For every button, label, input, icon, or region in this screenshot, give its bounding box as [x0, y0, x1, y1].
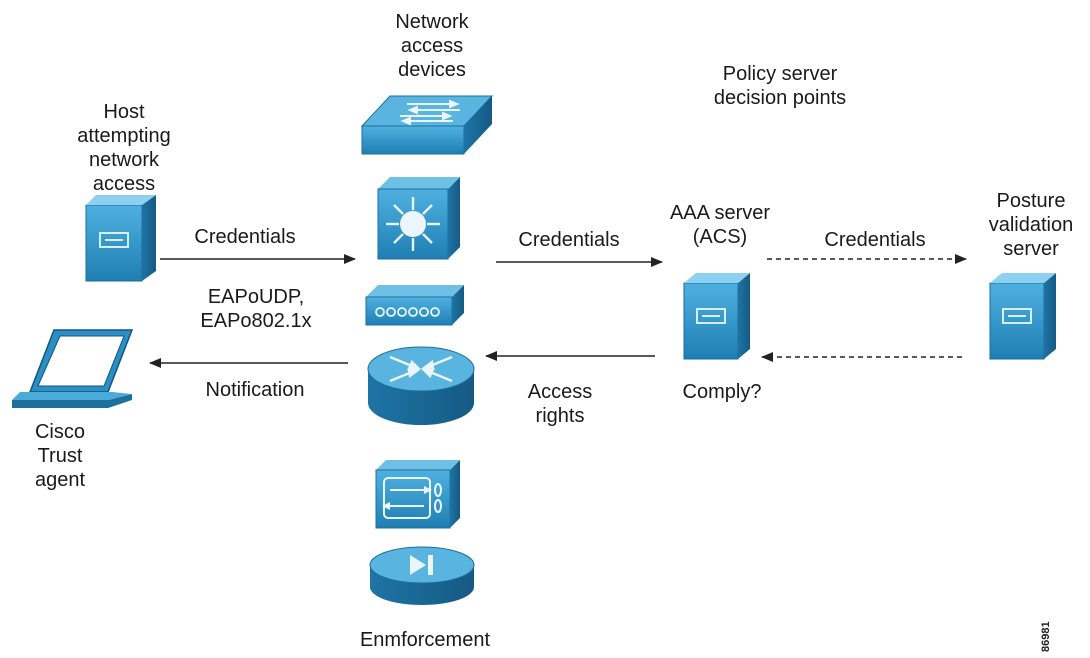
hub-icon — [365, 285, 464, 326]
arrow-label-aaa-credentials: Credentials — [518, 229, 620, 251]
vpn-concentrator-icon — [369, 546, 475, 605]
aaa-server-icon — [683, 273, 750, 360]
posture-label: Posture validation server — [976, 189, 1086, 261]
cta-label-line: Cisco — [34, 421, 85, 443]
arrow-label-notification: Notification — [205, 379, 305, 401]
router-icon — [367, 346, 475, 425]
arrow-label-protocols: EAPoUDP, EAPo802.1x — [186, 285, 326, 333]
access-rights-line: rights — [535, 405, 585, 427]
policy-header-line: decision points — [713, 87, 847, 109]
cta-label-line: agent — [34, 469, 86, 491]
arrow-label-host-credentials: Credentials — [194, 226, 296, 248]
nad-header-label: Network access devices — [372, 10, 492, 82]
host-label-line: Host — [103, 101, 145, 123]
posture-label-line: Posture — [996, 190, 1066, 212]
posture-server-icon — [989, 273, 1056, 360]
host-label: Host attempting network access — [64, 100, 184, 196]
policy-header-line: Policy server — [722, 63, 838, 85]
aaa-label-line: (ACS) — [692, 226, 748, 248]
arrow-label-access-rights: Access rights — [505, 380, 615, 428]
figure-number: 86981 — [1040, 621, 1052, 652]
cta-label: Cisco Trust agent — [20, 420, 100, 492]
nad-header-line: access — [400, 35, 464, 57]
nad-header-line: devices — [398, 59, 466, 81]
posture-label-line: validation — [988, 214, 1074, 236]
host-label-line: attempting — [77, 125, 171, 147]
enforcement-label: Enmforcement — [359, 629, 491, 651]
access-rights-line: Access — [527, 381, 593, 403]
host-label-line: access — [92, 173, 156, 195]
cta-label-line: Trust — [37, 445, 83, 467]
aaa-label: AAA server (ACS) — [660, 201, 780, 249]
nad-header-line: Network — [395, 11, 469, 33]
firewall-icon — [375, 460, 460, 529]
multilayer-switch-icon — [377, 177, 460, 260]
protocol-line: EAPoUDP, — [207, 286, 305, 308]
laptop-icon — [12, 329, 134, 408]
switch-icon — [360, 95, 494, 155]
host-server-icon — [85, 195, 156, 282]
protocol-line: EAPo802.1x — [200, 310, 312, 332]
arrow-label-posture-credentials: Credentials — [824, 229, 926, 251]
policy-header-label: Policy server decision points — [690, 62, 870, 110]
aaa-label-line: AAA server — [669, 202, 771, 224]
host-label-line: network — [88, 149, 160, 171]
arrow-label-comply: Comply? — [682, 381, 762, 403]
posture-label-line: server — [1003, 238, 1059, 260]
